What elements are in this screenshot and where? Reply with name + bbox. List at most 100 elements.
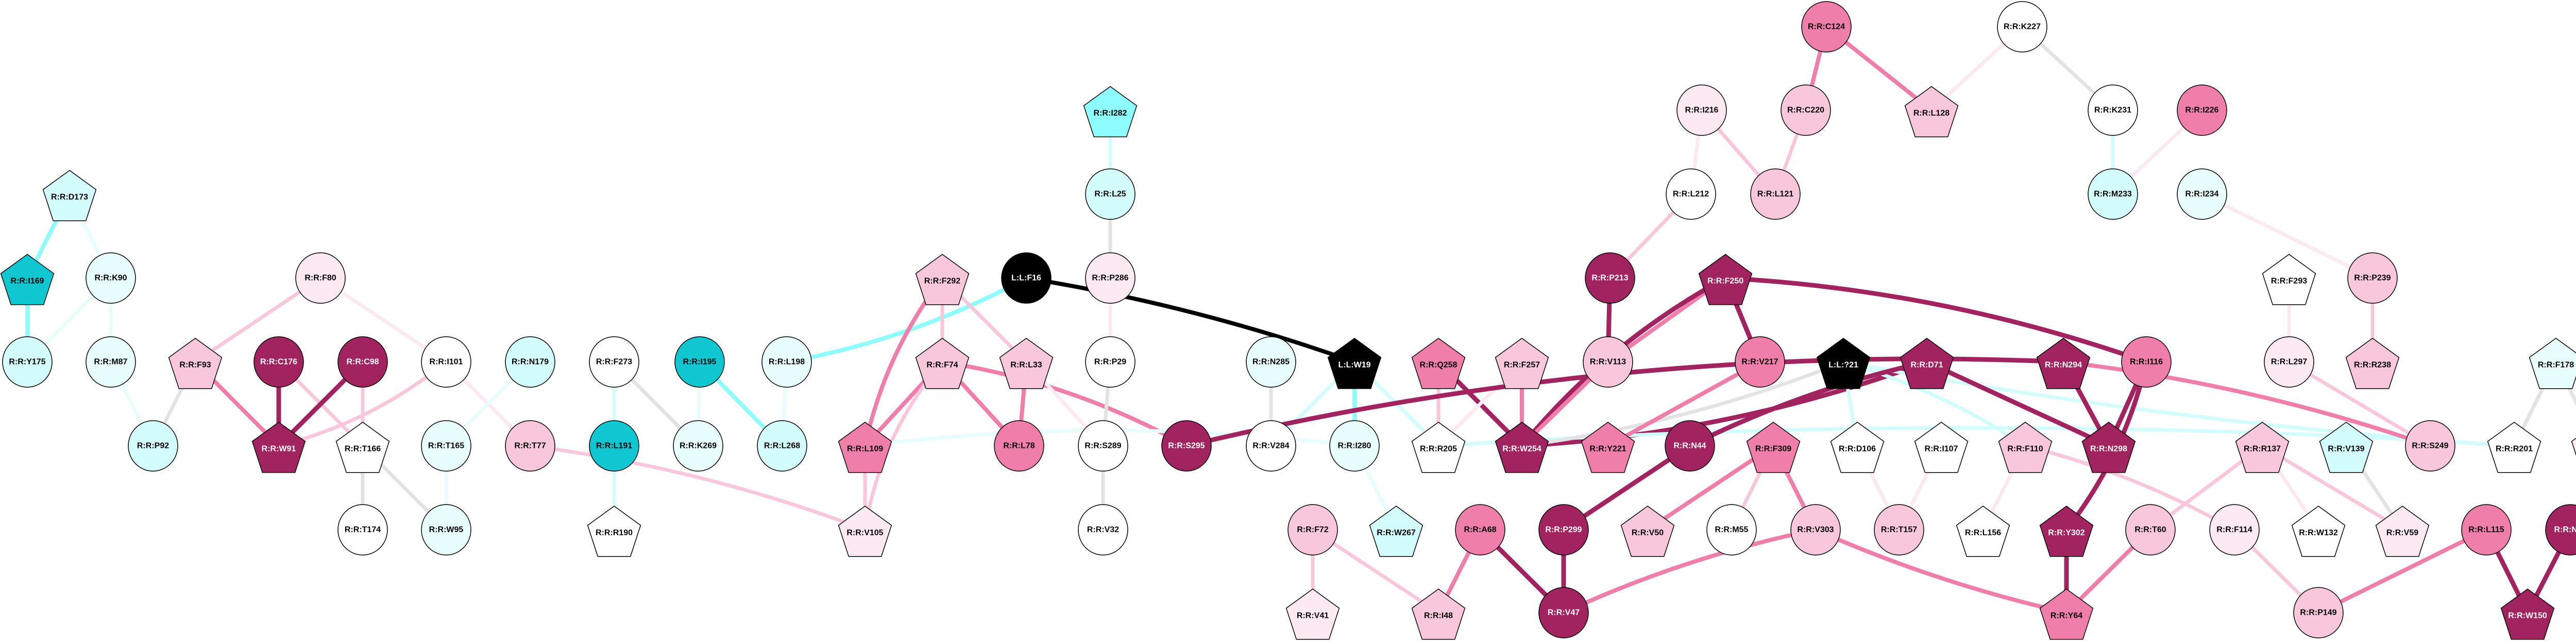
node-F93[interactable]: R:R:F93	[168, 338, 223, 389]
node-I169[interactable]: R:R:I169	[0, 254, 55, 305]
node-V32[interactable]: R:R:V32	[1078, 504, 1128, 556]
node-C124[interactable]: R:R:C124	[1801, 1, 1852, 53]
node-F309[interactable]: R:R:F309	[1746, 422, 1801, 473]
node-K231[interactable]: R:R:K231	[2088, 84, 2138, 136]
node-I216[interactable]: R:R:I216	[1676, 84, 1727, 136]
node-N179[interactable]: R:R:N179	[505, 336, 555, 388]
node-L297[interactable]: R:R:L297	[2264, 336, 2314, 388]
node-W91[interactable]: R:R:W91	[251, 422, 306, 473]
node-R205[interactable]: R:R:R205	[1411, 422, 1466, 473]
node-F110[interactable]: R:R:F110	[1998, 422, 2053, 473]
node-V105[interactable]: R:R:V105	[838, 506, 892, 557]
node-V284[interactable]: R:R:V284	[1246, 420, 1296, 472]
node-Y175[interactable]: R:R:Y175	[2, 336, 53, 388]
node-C176[interactable]: R:R:C176	[253, 336, 304, 388]
node-S295[interactable]: R:R:S295	[1161, 420, 1212, 472]
node-T157[interactable]: R:R:T157	[1874, 504, 1924, 556]
node-N298[interactable]: R:R:N298	[2081, 422, 2136, 473]
node-C98[interactable]: R:R:C98	[337, 336, 388, 388]
node-D173[interactable]: R:R:D173	[42, 170, 97, 221]
node-L212[interactable]: R:R:L212	[1666, 168, 1716, 220]
node-L78[interactable]: R:R:L78	[994, 420, 1044, 472]
node-I48[interactable]: R:R:I48	[1411, 588, 1466, 640]
node-V139[interactable]: R:R:V139	[2319, 422, 2374, 473]
node-T166[interactable]: R:R:T166	[335, 422, 390, 473]
node-D71[interactable]: R:R:D71	[1900, 338, 1954, 389]
node-W267[interactable]: R:R:W267	[1369, 506, 1423, 557]
node-L268[interactable]: R:R:L268	[757, 420, 807, 472]
node-V113[interactable]: R:R:V113	[1583, 336, 1633, 388]
node-F80[interactable]: R:R:F80	[295, 252, 346, 304]
node-N285[interactable]: R:R:N285	[1246, 336, 1296, 388]
node-I280[interactable]: R:R:I280	[1329, 420, 1380, 472]
node-R201[interactable]: R:R:R201	[2487, 422, 2541, 473]
node-F178[interactable]: R:R:F178	[2529, 338, 2576, 389]
node-T174[interactable]: R:R:T174	[337, 504, 388, 556]
node-N66[interactable]: R:R:N66	[2545, 504, 2576, 556]
node-V59[interactable]: R:R:V59	[2375, 506, 2430, 557]
node-L109[interactable]: R:R:L109	[838, 422, 892, 473]
node-D106[interactable]: R:R:D106	[1830, 422, 1885, 473]
node-M233[interactable]: R:R:M233	[2088, 168, 2138, 220]
node-W95[interactable]: R:R:W95	[421, 504, 471, 556]
node-P299[interactable]: R:R:P299	[1538, 504, 1589, 556]
node-P92[interactable]: R:R:P92	[128, 420, 178, 472]
node-I101[interactable]: R:R:I101	[421, 336, 471, 388]
node-L33[interactable]: R:R:L33	[999, 338, 1054, 389]
node-Y64[interactable]: R:R:Y64	[2039, 588, 2094, 640]
node-F257[interactable]: R:R:F257	[1495, 338, 1549, 389]
node-I107[interactable]: R:R:I107	[1914, 422, 1969, 473]
node-F250[interactable]: R:R:F250	[1698, 254, 1753, 305]
node-S249[interactable]: R:R:S249	[2405, 420, 2455, 472]
node-R238[interactable]: R:R:R238	[2345, 338, 2400, 389]
node-T60[interactable]: R:R:T60	[2125, 504, 2176, 556]
node-M55[interactable]: R:R:M55	[1706, 504, 1757, 556]
node-K90[interactable]: R:R:K90	[86, 252, 136, 304]
node-L198[interactable]: R:R:L198	[761, 336, 812, 388]
node-K227[interactable]: R:R:K227	[1997, 1, 2047, 53]
node-T165[interactable]: R:R:T165	[421, 420, 471, 472]
node-L156[interactable]: R:R:L156	[1956, 506, 2010, 557]
node-L115[interactable]: R:R:L115	[2461, 504, 2512, 556]
node-F180[interactable]: R:R:F180	[2571, 422, 2576, 473]
node-V41[interactable]: R:R:V41	[1285, 588, 1340, 640]
node-S289[interactable]: R:R:S289	[1078, 420, 1128, 472]
node-L128[interactable]: R:R:L128	[1904, 86, 1959, 137]
node-R137[interactable]: R:R:R137	[2235, 422, 2290, 473]
node-A68[interactable]: R:R:A68	[1455, 504, 1505, 556]
node-W19[interactable]: L:L:W19	[1327, 338, 1382, 389]
node-I195[interactable]: R:R:I195	[674, 336, 725, 388]
node-I226[interactable]: R:R:I226	[2177, 84, 2227, 136]
node-N44[interactable]: R:R:N44	[1665, 420, 1715, 472]
node-F72[interactable]: R:R:F72	[1287, 504, 1338, 556]
node-T77[interactable]: R:R:T77	[505, 420, 555, 472]
node-P213[interactable]: R:R:P213	[1585, 252, 1635, 304]
node-M87[interactable]: R:R:M87	[86, 336, 136, 388]
node-K269[interactable]: R:R:K269	[673, 420, 723, 472]
node-I234[interactable]: R:R:I234	[2177, 168, 2227, 220]
node-Y302[interactable]: R:R:Y302	[2039, 506, 2094, 557]
node-W150[interactable]: R:R:W150	[2500, 588, 2555, 640]
node-P239[interactable]: R:R:P239	[2347, 252, 2398, 304]
node-V303[interactable]: R:R:V303	[1790, 504, 1841, 556]
node-I282[interactable]: R:R:I282	[1083, 86, 1138, 137]
node-I116[interactable]: R:R:I116	[2121, 336, 2172, 388]
node-F293[interactable]: R:R:F293	[2262, 254, 2316, 305]
node-W254[interactable]: R:R:W254	[1495, 422, 1549, 473]
node-V50[interactable]: R:R:V50	[1620, 506, 1675, 557]
node-L121[interactable]: R:R:L121	[1750, 168, 1801, 220]
node-L21[interactable]: L:L:?21	[1816, 338, 1871, 389]
node-P149[interactable]: R:R:P149	[2293, 587, 2344, 638]
node-V217[interactable]: R:R:V217	[1735, 336, 1785, 388]
node-F114[interactable]: R:R:F114	[2209, 504, 2260, 556]
node-Q258[interactable]: R:R:Q258	[1411, 338, 1466, 389]
node-L191[interactable]: R:R:L191	[589, 420, 639, 472]
node-P286[interactable]: R:R:P286	[1085, 252, 1136, 304]
node-L25[interactable]: R:R:L25	[1085, 168, 1136, 220]
node-R190[interactable]: R:R:R190	[587, 506, 641, 557]
node-Y221[interactable]: R:R:Y221	[1581, 422, 1635, 473]
node-V47[interactable]: R:R:V47	[1538, 587, 1589, 638]
node-C220[interactable]: R:R:C220	[1781, 84, 1831, 136]
node-W132[interactable]: R:R:W132	[2291, 506, 2346, 557]
node-F273[interactable]: R:R:F273	[589, 336, 639, 388]
